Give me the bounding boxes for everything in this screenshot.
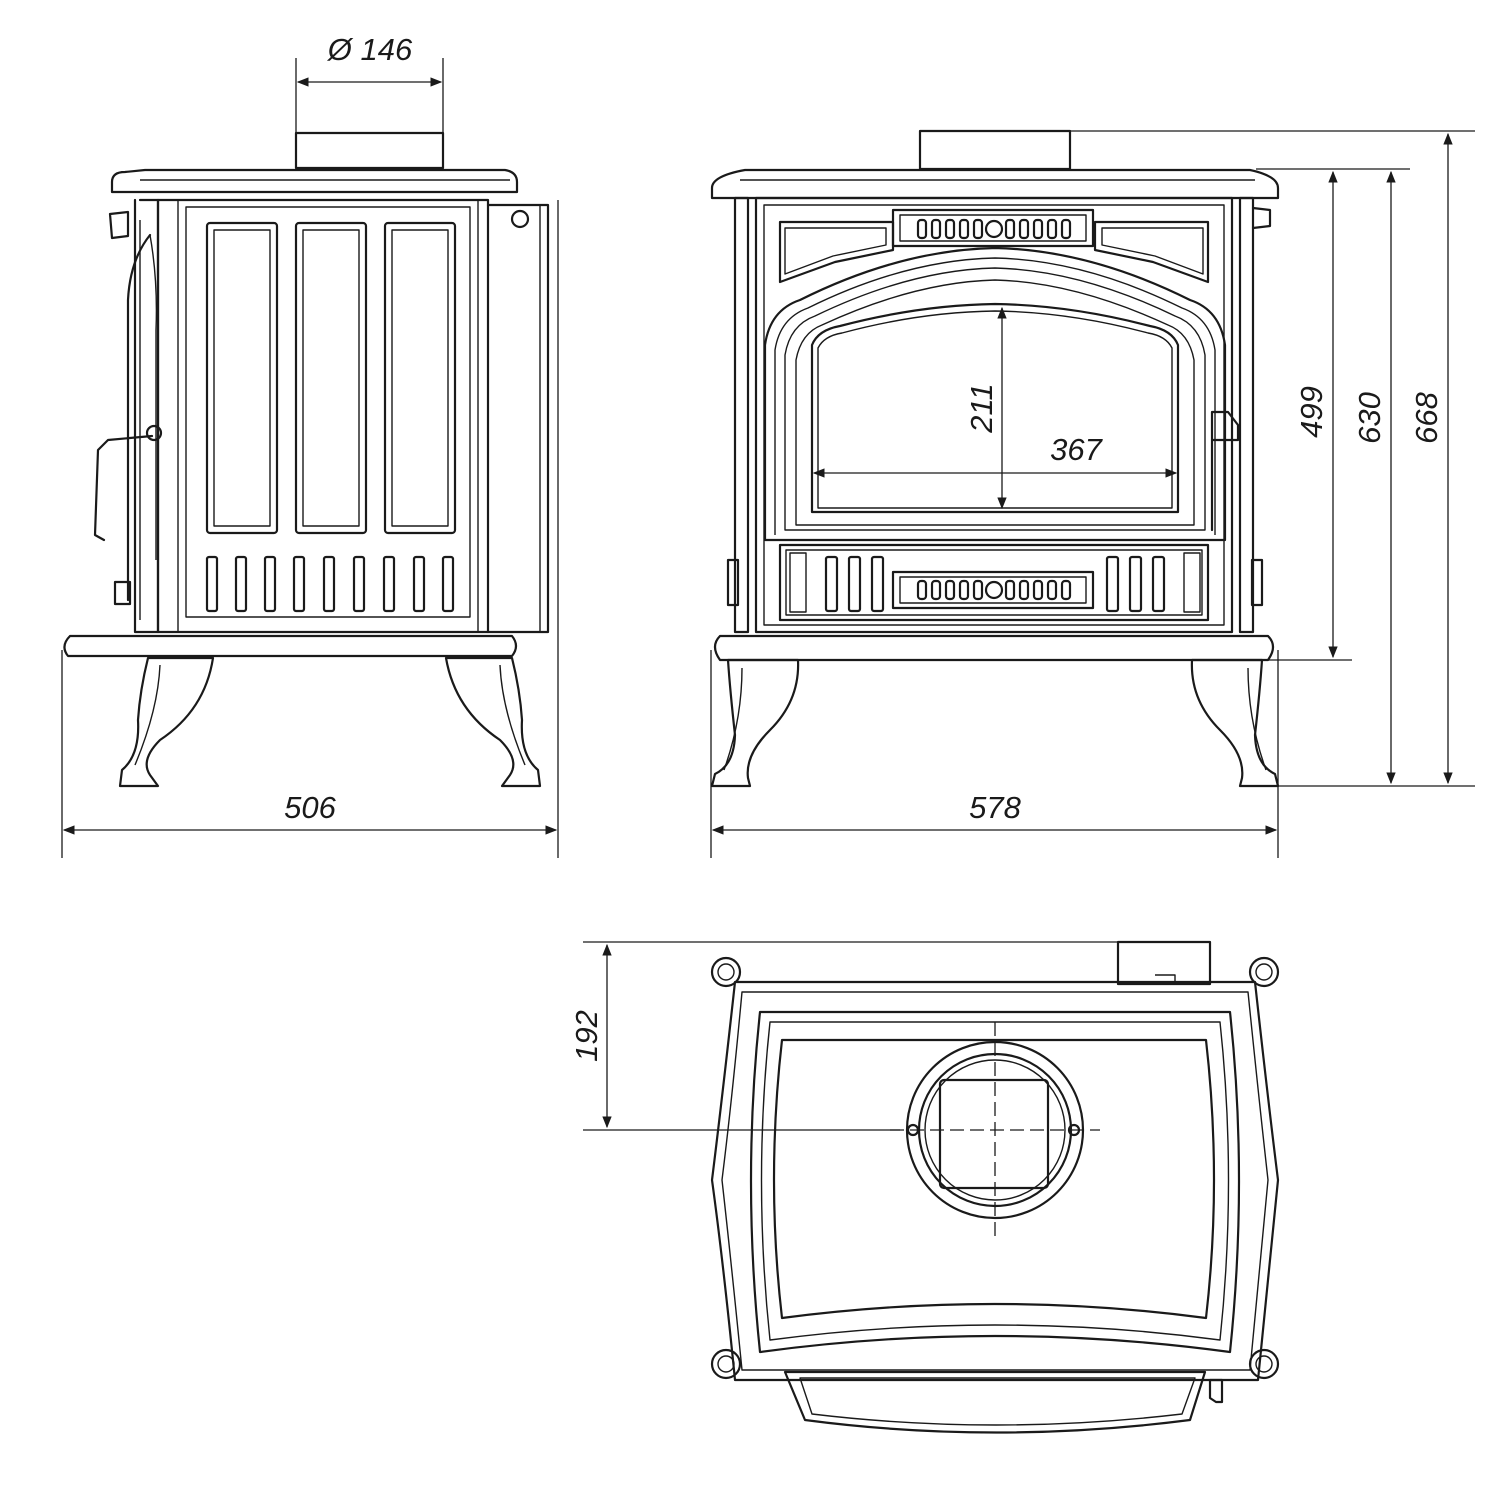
front-leg-right (1190, 658, 1280, 788)
front-ash-door (778, 543, 1210, 622)
side-base (63, 634, 518, 658)
top-door-edge (783, 1370, 1207, 1434)
front-body (754, 196, 1234, 634)
front-door (763, 246, 1227, 542)
dim-door-glass-width: 367 (812, 432, 1178, 478)
dim-flue-diameter: Ø 146 (295, 32, 444, 133)
door-glass-height-label: 211 (964, 383, 999, 433)
side-depth-label: 506 (284, 790, 336, 825)
front-door-handle (1210, 410, 1240, 442)
side-panels (205, 221, 457, 535)
dim-front-width: 578 (710, 650, 1279, 858)
top-rear-box (1116, 940, 1212, 986)
front-width-label: 578 (969, 790, 1021, 825)
top-flue-collar (890, 1022, 1100, 1240)
front-view (710, 129, 1280, 788)
front-base (713, 634, 1275, 662)
front-flue-pipe (918, 129, 1072, 171)
dim-side-depth: 506 (61, 200, 559, 858)
side-leg-front (118, 656, 215, 788)
dim-door-glass-height: 211 (964, 306, 1007, 510)
top-view (710, 940, 1280, 1434)
front-top-grille (891, 208, 1095, 248)
height-499-label: 499 (1294, 386, 1329, 438)
rear-section (486, 203, 550, 634)
height-668-label: 668 (1409, 391, 1444, 443)
side-view (63, 131, 550, 788)
height-630-label: 630 (1352, 392, 1387, 444)
top-plate (110, 168, 519, 194)
dim-flue-offset: 192 (569, 941, 1118, 1131)
front-top-plate (710, 168, 1280, 200)
top-plate-outline (749, 1010, 1241, 1354)
flue-diameter-label: Ø 146 (327, 32, 413, 67)
flue-pipe (294, 131, 445, 170)
door-glass (810, 302, 1180, 514)
side-door-edge (133, 198, 160, 634)
side-door-handle (93, 434, 154, 542)
side-vent-slots (205, 555, 455, 613)
dim-heights: 499 630 668 (1070, 130, 1475, 787)
front-leg-left (710, 658, 800, 788)
flue-offset-label: 192 (569, 1010, 604, 1062)
door-glass-width-label: 367 (1050, 432, 1103, 467)
side-leg-rear (444, 656, 542, 788)
